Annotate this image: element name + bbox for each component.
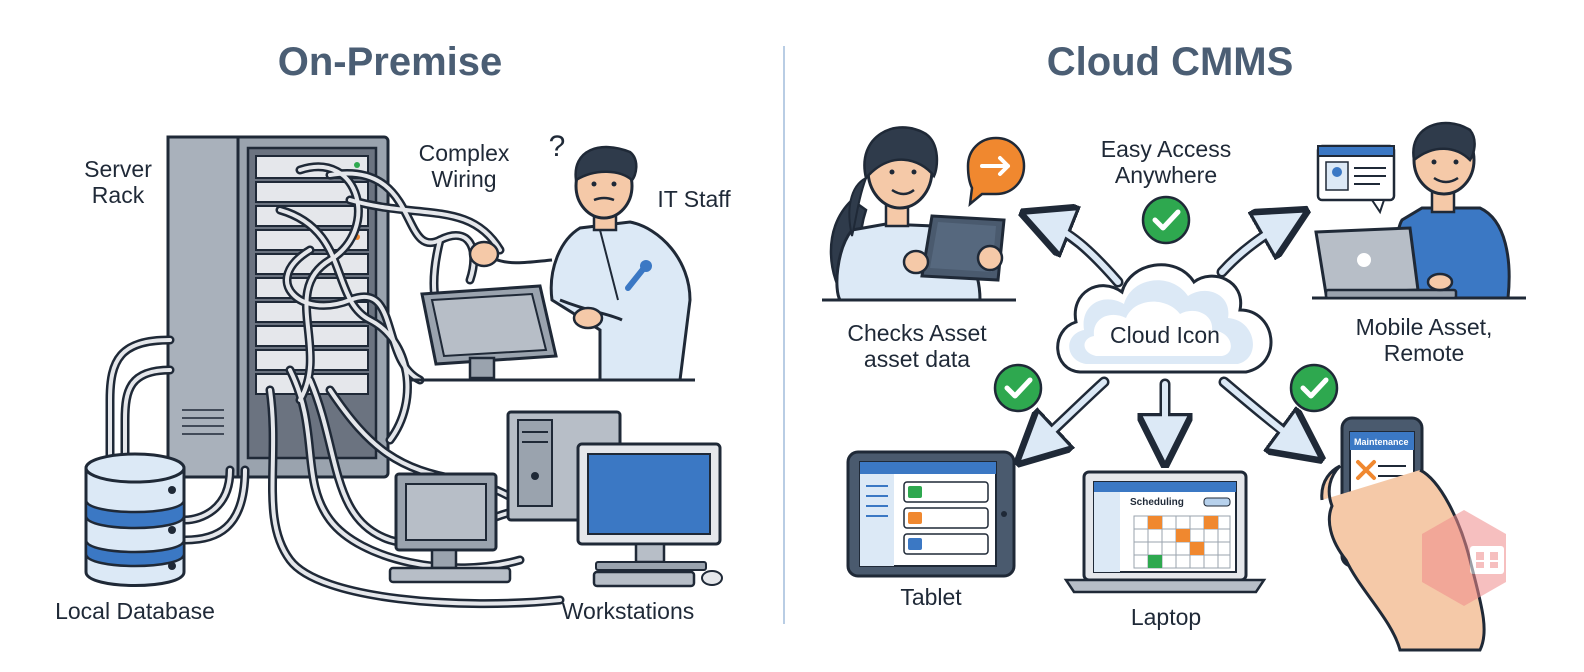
man-with-laptop-icon xyxy=(1394,121,1511,300)
cloud-cmms-title: Cloud CMMS xyxy=(1046,40,1294,84)
wrench-icon xyxy=(625,260,652,291)
check-icon xyxy=(993,363,1043,413)
cloud-icon-label: Cloud Icon xyxy=(1110,322,1220,348)
server-rack-label: Server Rack xyxy=(84,156,152,208)
tablet-held-icon xyxy=(902,214,1006,282)
profile-card-bubble-icon xyxy=(1316,144,1396,215)
check-icon xyxy=(1141,195,1191,245)
woman-with-tablet-icon xyxy=(829,126,982,302)
tablet-device-icon xyxy=(846,450,1016,578)
mobile-asset-label: Mobile Asset, Remote xyxy=(1355,314,1493,366)
it-staff-label: IT Staff xyxy=(657,186,731,212)
laptop-device-icon xyxy=(1063,470,1267,594)
tablet-label: Tablet xyxy=(900,584,962,610)
access-arrows xyxy=(1032,220,1306,450)
on-premise-title: On-Premise xyxy=(277,40,503,84)
arrow-speech-bubble-icon xyxy=(966,136,1026,207)
workstations-label: Workstations xyxy=(561,598,695,624)
cloud-icon xyxy=(1056,263,1273,374)
laptop-held-icon xyxy=(1314,226,1458,300)
local-database-icon xyxy=(84,452,186,587)
laptop-label: Laptop xyxy=(1130,604,1202,630)
workstation-monitor-gray-icon xyxy=(388,472,512,584)
watermark-logo xyxy=(1422,510,1506,606)
question-mark: ? xyxy=(548,130,566,163)
maintenance-screen-text: Maintenance xyxy=(1354,437,1409,447)
scheduling-screen-text: Scheduling xyxy=(1130,497,1184,508)
checks-asset-label: Checks Asset asset data xyxy=(847,320,987,372)
complex-wiring-label: Complex Wiring xyxy=(418,140,510,192)
it-staff-person-icon xyxy=(468,145,692,382)
check-icon xyxy=(1289,363,1339,413)
easy-access-label: Easy Access Anywhere xyxy=(1100,136,1232,188)
workstation-monitor-blue-icon xyxy=(576,442,723,588)
it-monitor-icon xyxy=(420,284,558,380)
local-database-label: Local Database xyxy=(55,598,215,624)
